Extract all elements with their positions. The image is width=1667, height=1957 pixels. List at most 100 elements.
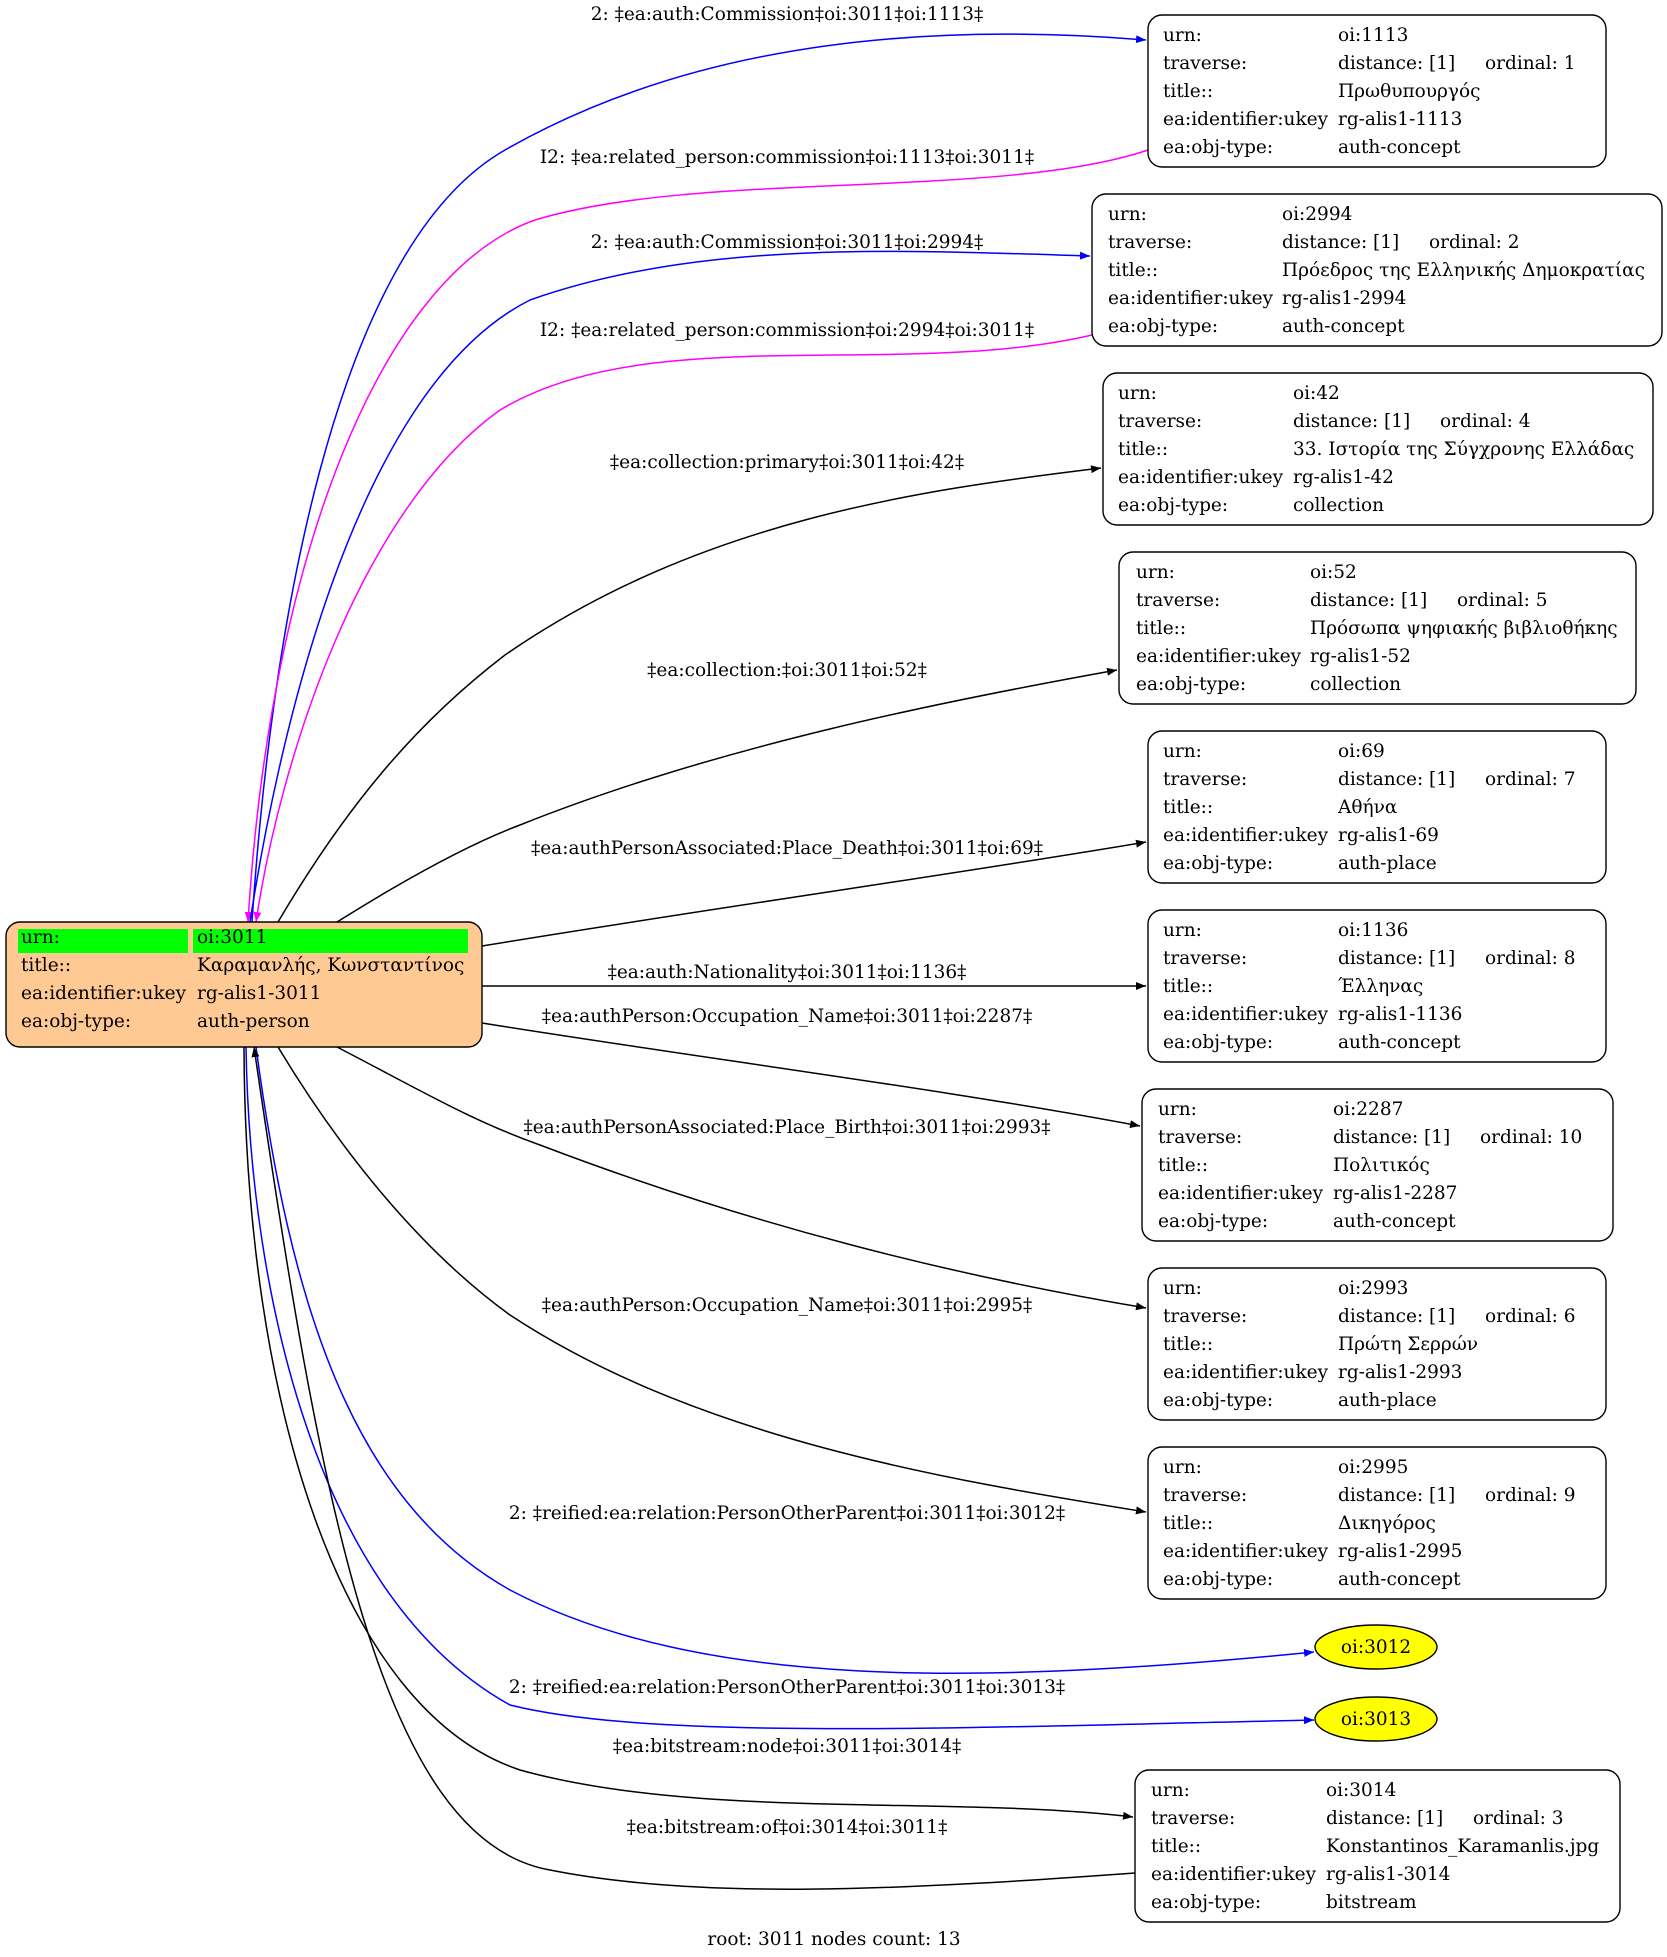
edge-c15: ‡ea:bitstream:of‡oi:3014‡oi:3011‡ — [251, 1046, 1136, 1890]
root-row-value: oi:3011 — [197, 927, 267, 948]
row-value-ukey: rg-alis1-69 — [1338, 825, 1439, 846]
edge-line — [481, 1022, 1141, 1129]
record-node-box — [1102, 372, 1654, 526]
row-key-urn: urn: — [1118, 383, 1157, 404]
row-value-distance: distance: [1] — [1293, 411, 1410, 432]
edge-c12: 2: ‡reified:ea:relation:PersonOtherParen… — [255, 1046, 1315, 1675]
row-key-ukey: ea:identifier:ukey — [1163, 1004, 1329, 1025]
ellipse-node-oi-3012[interactable]: oi:3012 — [1314, 1624, 1438, 1670]
row-value-ukey: rg-alis1-52 — [1310, 646, 1411, 667]
row-value-objtype: auth-concept — [1282, 316, 1405, 337]
edge-label: 2: ‡ea:auth:Commission‡oi:3011‡oi:1113‡ — [591, 4, 984, 25]
row-key-traverse: traverse: — [1151, 1808, 1235, 1829]
edge-line — [336, 667, 1118, 923]
root-node-box — [5, 921, 483, 1048]
row-value-urn: oi:2993 — [1338, 1278, 1408, 1299]
edge-line — [251, 1046, 1136, 1890]
row-key-objtype: ea:obj-type: — [1136, 674, 1246, 695]
edge-label: I2: ‡ea:related_person:commission‡oi:111… — [540, 147, 1034, 168]
row-value-distance: distance: [1] — [1333, 1127, 1450, 1148]
edge-c10: ‡ea:authPersonAssociated:Place_Birth‡oi:… — [336, 1046, 1147, 1311]
edge-c13: 2: ‡reified:ea:relation:PersonOtherParen… — [245, 1046, 1315, 1730]
row-key-title: title:: — [1163, 81, 1213, 102]
row-value-urn: oi:2995 — [1338, 1457, 1408, 1478]
row-key-urn: urn: — [1163, 920, 1202, 941]
root-row-key: urn: — [21, 927, 60, 948]
row-key-urn: urn: — [1136, 562, 1175, 583]
row-key-title: title:: — [1163, 797, 1213, 818]
ellipse-node-oi-3013[interactable]: oi:3013 — [1314, 1696, 1438, 1742]
row-key-title: title:: — [1151, 1836, 1201, 1857]
row-key-title: title:: — [1163, 1334, 1213, 1355]
edge-c9: ‡ea:authPerson:Occupation_Name‡oi:3011‡o… — [481, 1006, 1141, 1129]
row-key-traverse: traverse: — [1163, 948, 1247, 969]
row-key-title: title:: — [1118, 439, 1168, 460]
row-key-objtype: ea:obj-type: — [1118, 495, 1228, 516]
edge-label: ‡ea:collection:primary‡oi:3011‡oi:42‡ — [610, 452, 964, 473]
edge-c7: ‡ea:authPersonAssociated:Place_Death‡oi:… — [481, 838, 1147, 947]
row-value-distance: distance: [1] — [1338, 53, 1455, 74]
edge-label: 2: ‡reified:ea:relation:PersonOtherParen… — [509, 1677, 1065, 1698]
row-value-urn: oi:52 — [1310, 562, 1357, 583]
row-key-urn: urn: — [1163, 1278, 1202, 1299]
row-key-traverse: traverse: — [1158, 1127, 1242, 1148]
root-row-value: Καραμανλής, Κωνσταντίνος — [197, 955, 464, 976]
row-key-objtype: ea:obj-type: — [1163, 853, 1273, 874]
row-value-objtype: auth-concept — [1333, 1211, 1456, 1232]
row-value-urn: oi:1113 — [1338, 25, 1408, 46]
row-value-ordinal: ordinal: 5 — [1457, 590, 1548, 611]
row-key-traverse: traverse: — [1118, 411, 1202, 432]
row-value-distance: distance: [1] — [1338, 769, 1455, 790]
row-key-urn: urn: — [1108, 204, 1147, 225]
edge-c14: ‡ea:bitstream:node‡oi:3011‡oi:3014‡ — [243, 1046, 1134, 1820]
row-value-title: Πολιτικός — [1333, 1155, 1430, 1176]
row-key-traverse: traverse: — [1163, 53, 1247, 74]
record-node-box — [1147, 14, 1607, 168]
row-key-ukey: ea:identifier:ukey — [1158, 1183, 1324, 1204]
graph-footer: root: 3011 nodes count: 13 — [707, 1929, 960, 1950]
edge-label: 2: ‡ea:auth:Commission‡oi:3011‡oi:2994‡ — [591, 232, 984, 253]
row-key-traverse: traverse: — [1136, 590, 1220, 611]
row-key-title: title:: — [1158, 1155, 1208, 1176]
edge-line — [277, 1046, 1147, 1515]
root-row-value: auth-person — [197, 1011, 310, 1032]
root-row-key: ea:identifier:ukey — [21, 983, 187, 1004]
row-value-urn: oi:42 — [1293, 383, 1340, 404]
row-value-title: Πρόσωπα ψηφιακής βιβλιοθήκης — [1310, 618, 1618, 639]
record-node-box — [1134, 1769, 1621, 1923]
row-value-objtype: auth-concept — [1338, 137, 1461, 158]
row-key-ukey: ea:identifier:ukey — [1163, 1362, 1329, 1383]
edge-label: ‡ea:bitstream:node‡oi:3011‡oi:3014‡ — [613, 1736, 962, 1757]
row-key-objtype: ea:obj-type: — [1163, 1569, 1273, 1590]
edge-c8: ‡ea:auth:Nationality‡oi:3011‡oi:1136‡ — [482, 962, 1146, 990]
row-value-urn: oi:1136 — [1338, 920, 1408, 941]
row-value-objtype: collection — [1310, 674, 1401, 695]
row-value-ordinal: ordinal: 1 — [1485, 53, 1576, 74]
root-row-key: title:: — [21, 955, 71, 976]
edge-c5: ‡ea:collection:primary‡oi:3011‡oi:42‡ — [277, 452, 1102, 923]
edge-c1: 2: ‡ea:auth:Commission‡oi:3011‡oi:1113‡ — [251, 4, 1147, 923]
row-key-traverse: traverse: — [1163, 769, 1247, 790]
row-key-urn: urn: — [1158, 1099, 1197, 1120]
edge-label: ‡ea:authPerson:Occupation_Name‡oi:3011‡o… — [542, 1295, 1032, 1316]
row-value-title: Πρωθυπουργός — [1338, 81, 1480, 102]
edge-line — [277, 465, 1102, 923]
row-key-objtype: ea:obj-type: — [1163, 1390, 1273, 1411]
row-value-ordinal: ordinal: 10 — [1480, 1127, 1582, 1148]
row-value-ukey: rg-alis1-2994 — [1282, 288, 1406, 309]
row-value-distance: distance: [1] — [1282, 232, 1399, 253]
edge-label: ‡ea:authPersonAssociated:Place_Death‡oi:… — [531, 838, 1043, 859]
